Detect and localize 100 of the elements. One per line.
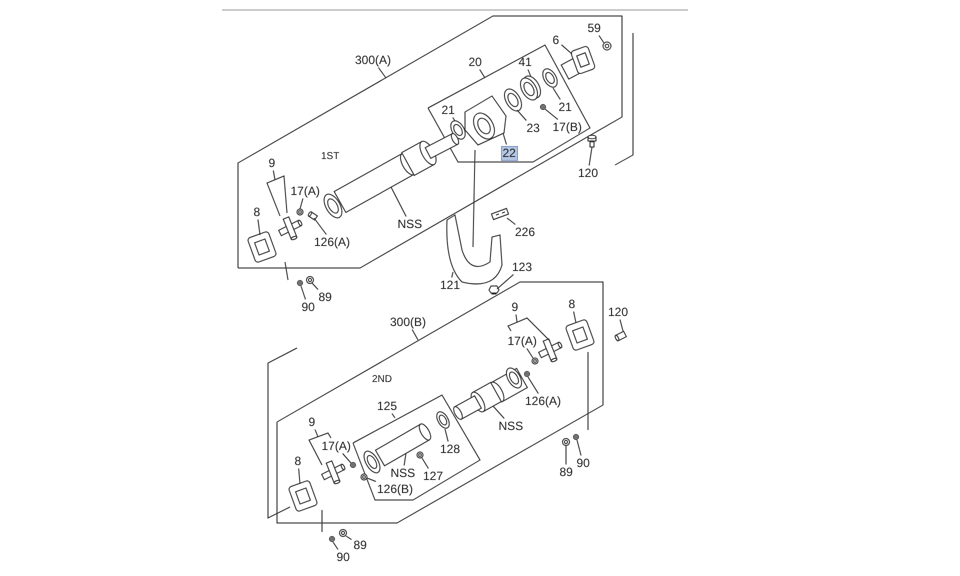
callout-number: 90	[300, 300, 316, 314]
leader-line	[392, 413, 396, 418]
callout-number: 23	[526, 122, 541, 134]
leader-line	[506, 218, 516, 225]
bearing-housing-drawing	[464, 95, 507, 146]
callout-number: 8	[252, 206, 262, 218]
seal-ring-drawing	[436, 411, 450, 429]
nut-drawing	[562, 438, 570, 446]
callout-number: 125	[376, 400, 398, 412]
leader-line	[526, 348, 534, 358]
leader-line	[312, 282, 319, 290]
callout-number: 89	[318, 290, 333, 304]
bolt-drawing	[488, 286, 500, 294]
leader-line	[516, 314, 518, 322]
bolt-drawing	[588, 134, 596, 148]
callout-number: 17(A)	[320, 440, 352, 452]
callout-number: 126(A)	[524, 394, 562, 408]
ring-drawing	[520, 76, 542, 100]
callout-number: 89	[558, 466, 574, 478]
callout-number: NSS	[498, 420, 524, 432]
washer-drawing	[573, 434, 579, 440]
pin-drawing	[524, 371, 530, 377]
callout-number: 9	[268, 156, 276, 170]
leader-line	[342, 453, 352, 464]
leader-line	[314, 429, 318, 438]
leader-line	[378, 67, 386, 78]
leader-line	[496, 274, 514, 290]
leader-line	[332, 542, 338, 550]
callout-number: 9	[510, 300, 520, 314]
leader-line	[452, 117, 456, 122]
leader-line	[573, 311, 576, 324]
leader-line	[314, 218, 327, 235]
callout-number: 128	[439, 442, 462, 456]
leader-line	[298, 468, 300, 484]
leader-line	[492, 406, 505, 419]
callout-number: 226	[514, 226, 536, 238]
leader-line	[366, 478, 376, 482]
callout-number: 8	[294, 454, 302, 468]
callout-number: 123	[511, 260, 534, 274]
callout-number: 21	[440, 104, 456, 116]
leader-line	[561, 44, 572, 54]
callout-number: 21	[558, 100, 573, 114]
callout-number: 41	[518, 56, 533, 68]
grease-fitting-drawing	[350, 462, 356, 468]
pin-drawing	[308, 211, 318, 221]
nut-drawing	[306, 276, 314, 284]
leader-line	[576, 440, 582, 456]
leader-line	[346, 536, 352, 540]
leader-line	[588, 146, 592, 166]
plate-drawing	[490, 208, 510, 220]
callout-number: 9	[308, 416, 316, 428]
callout-number: 90	[336, 550, 351, 564]
callout-number: 89	[352, 538, 368, 552]
callout-number: 90	[576, 456, 591, 470]
callout-number: 127	[422, 470, 444, 482]
grease-fitting-drawing	[296, 208, 304, 216]
callout-number: NSS	[396, 218, 424, 230]
grease-fitting-drawing	[416, 452, 424, 458]
callout-number: 8	[568, 298, 576, 310]
bearing-drawing	[504, 88, 522, 112]
leader-line	[528, 69, 532, 78]
washer-drawing	[297, 280, 303, 286]
leader-line	[300, 286, 306, 300]
section-label: 1ST	[320, 150, 340, 162]
leader-line	[272, 170, 276, 180]
bolt-drawing	[614, 330, 628, 342]
leader-line	[257, 219, 260, 236]
callout-number: 121	[439, 278, 462, 292]
bracket	[266, 175, 288, 216]
grease-fitting-drawing	[532, 358, 538, 364]
seal-ring-drawing	[542, 68, 558, 88]
nut-drawing	[339, 529, 347, 537]
callout-number: 120	[577, 166, 600, 180]
callout-number: 120	[607, 306, 630, 318]
callout-number: 300(A)	[354, 54, 392, 66]
leader-line	[444, 428, 449, 442]
flange-drawing	[560, 45, 596, 80]
washer-drawing	[360, 474, 368, 480]
callout-number: 126(B)	[376, 482, 414, 496]
leader-line	[552, 88, 561, 100]
leader-line	[619, 319, 624, 332]
callout-number: NSS	[390, 466, 416, 480]
leader-line	[516, 110, 527, 121]
callout-number: 59	[586, 22, 602, 34]
callout-number: 126(A)	[313, 236, 352, 248]
callout-number: 300(B)	[389, 316, 428, 328]
section-label: 2ND	[371, 372, 394, 386]
leader-line	[544, 108, 558, 120]
washer-drawing	[329, 536, 335, 542]
leader-line	[528, 376, 539, 394]
leader-line	[479, 69, 486, 78]
leader-line	[390, 186, 407, 217]
propeller-shaft-drawing	[324, 133, 460, 218]
leader-line	[404, 452, 406, 466]
callout-number: 17(A)	[290, 184, 321, 198]
nut-drawing	[602, 42, 612, 50]
grease-fitting-drawing	[540, 104, 546, 110]
callout-number: 6	[552, 34, 560, 46]
leader-line	[300, 198, 304, 210]
callout-number: 20	[468, 56, 483, 68]
